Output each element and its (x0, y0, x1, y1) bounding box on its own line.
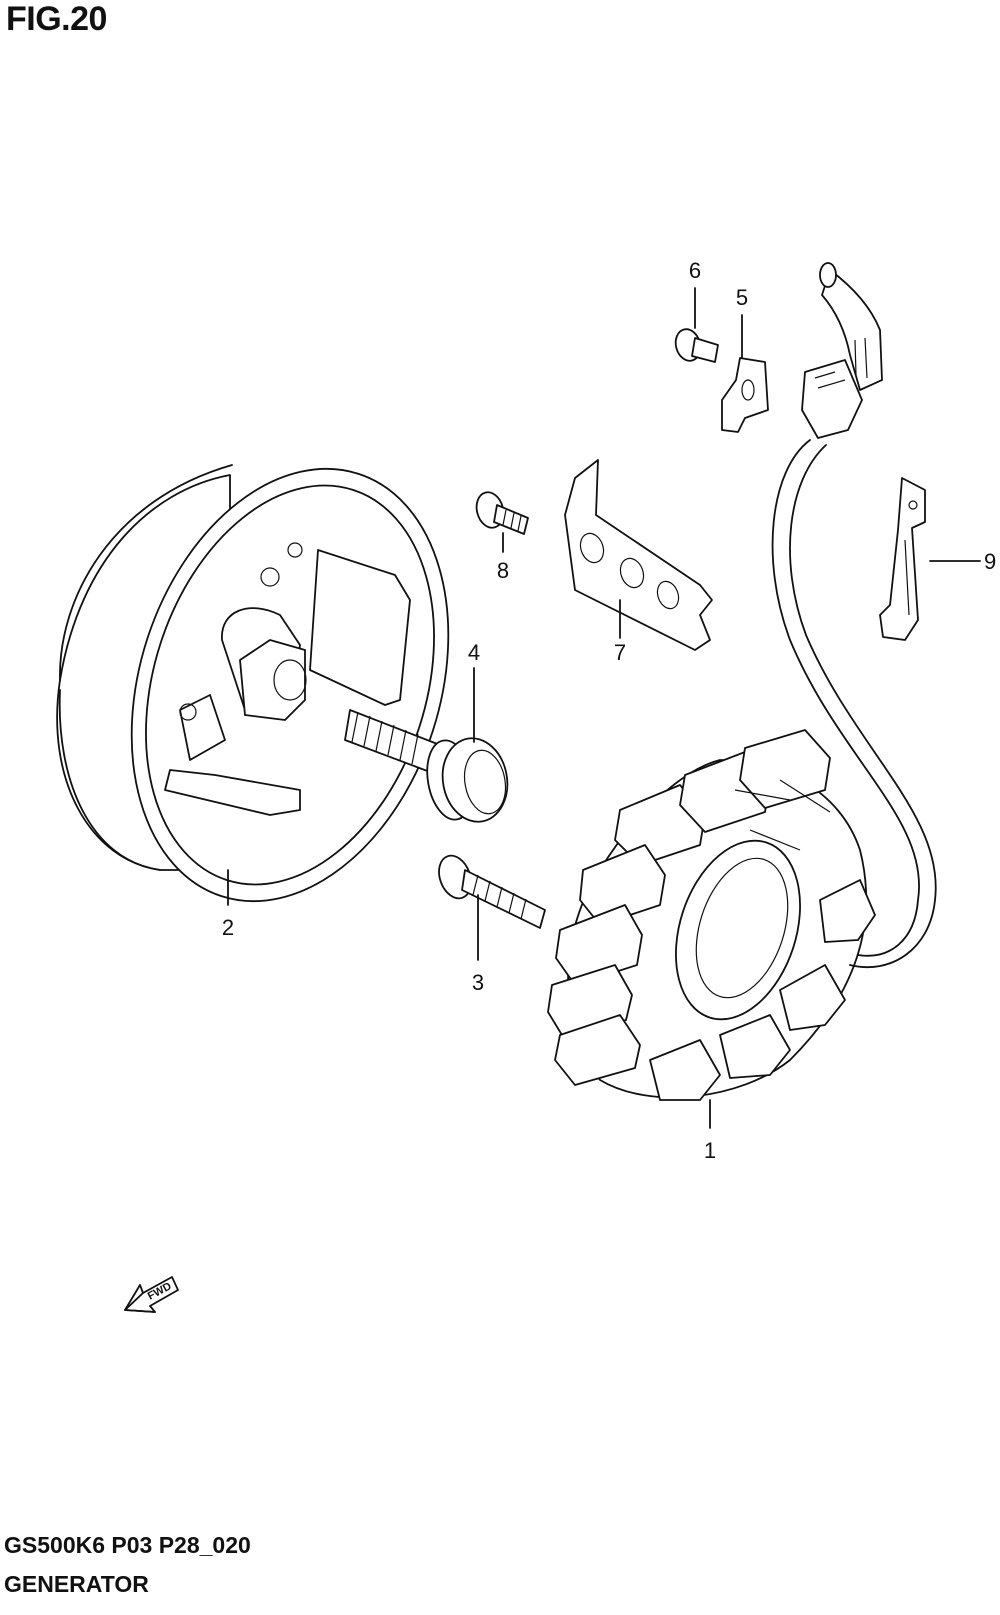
screw-part-8 (475, 491, 529, 535)
callout-8: 8 (497, 558, 509, 583)
callout-2: 2 (222, 915, 234, 940)
fwd-arrow-icon: FWD (124, 1276, 179, 1313)
callout-3: 3 (472, 970, 484, 995)
model-code: GS500K6 P03 P28_020 (4, 1532, 251, 1558)
screw-part-6 (674, 328, 719, 363)
stator-screw (438, 854, 546, 929)
rotor-bolt (344, 709, 509, 823)
callout-4: 4 (468, 640, 480, 665)
callout-6: 6 (689, 258, 701, 283)
rotor-flywheel (56, 464, 450, 903)
plate-part-7 (564, 459, 713, 651)
figure-name: GENERATOR (4, 1571, 149, 1597)
callout-1: 1 (704, 1138, 716, 1163)
figure-title: FIG.20 (6, 0, 107, 38)
stator-assembly (547, 729, 876, 1101)
clamp-plate-part-5 (721, 357, 769, 433)
callout-9: 9 (984, 549, 996, 574)
clamp-part-9 (879, 477, 926, 641)
callout-5: 5 (736, 285, 748, 310)
callout-7: 7 (614, 640, 626, 665)
wire-harness (771, 262, 937, 969)
